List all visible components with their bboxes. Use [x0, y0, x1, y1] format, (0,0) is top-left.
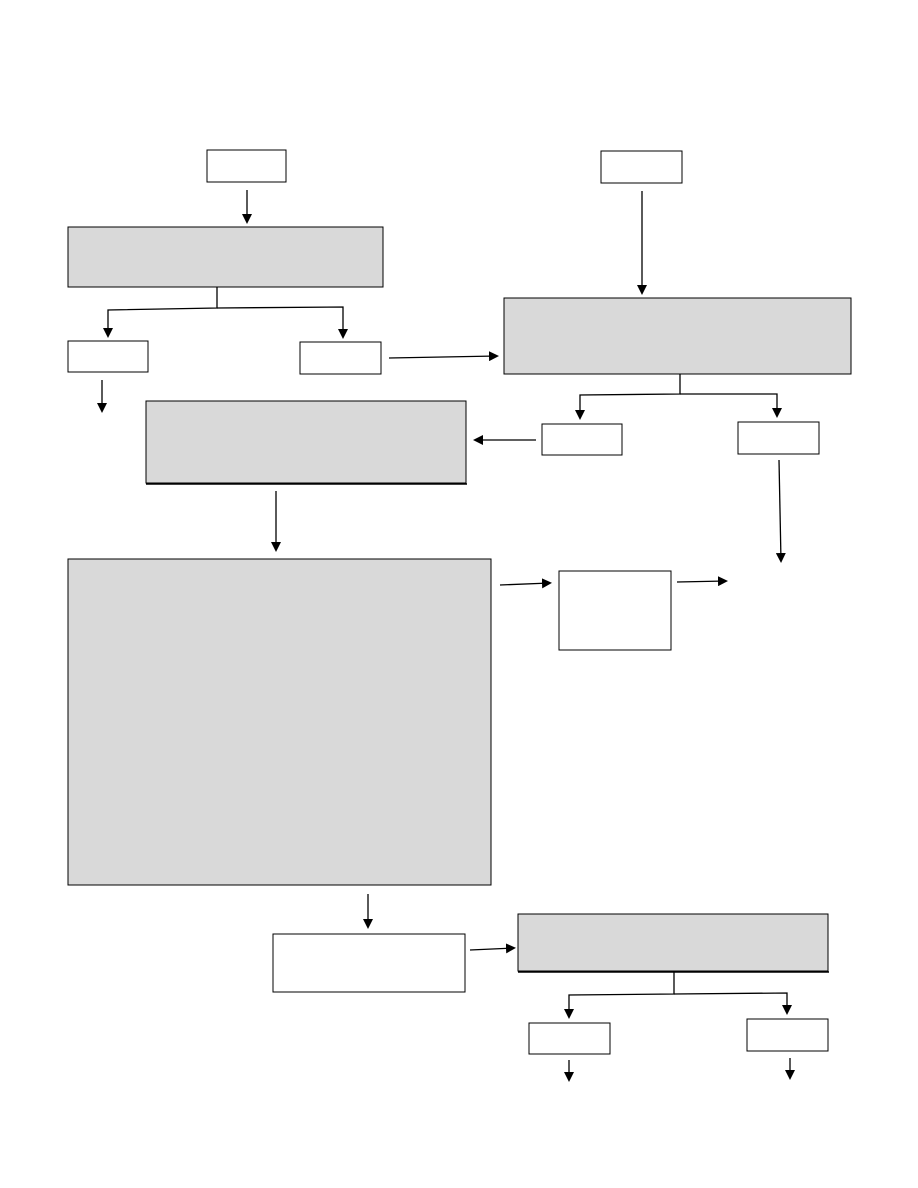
arrow-branch-right-b-down [775, 459, 786, 563]
process-large-box [67, 558, 492, 886]
branch-left-a-box [67, 340, 149, 373]
split-bottom-right [564, 972, 675, 1019]
branch-right-a-box [541, 423, 623, 456]
branch-left-b-box [299, 341, 382, 375]
process-middle-box [145, 400, 467, 484]
split-top-left [103, 287, 218, 338]
process-bottom-right-box [517, 913, 829, 972]
split-top-left-right-leg [216, 306, 348, 339]
arrow-large-to-side [499, 578, 552, 589]
flowchart-boxes [67, 149, 852, 1055]
bottom-branch-b-box [746, 1018, 829, 1052]
side-box [558, 570, 672, 651]
split-bottom-right-right-leg [673, 992, 792, 1015]
split-top-right [575, 374, 681, 420]
start-left-box [206, 149, 287, 183]
bottom-white-box [272, 933, 466, 993]
start-right-box [600, 150, 683, 184]
arrow-branch-left-b-to-right-process [388, 351, 499, 362]
branch-right-b-box [737, 421, 820, 455]
split-top-right-right-leg [680, 393, 782, 418]
flowchart-connectors [97, 190, 795, 1082]
process-top-right-box [503, 297, 852, 375]
arrow-side-out [676, 576, 728, 587]
bottom-branch-a-box [528, 1022, 611, 1055]
arrow-bottom-white-to-right-process [469, 943, 516, 954]
process-top-left-box [67, 226, 384, 288]
